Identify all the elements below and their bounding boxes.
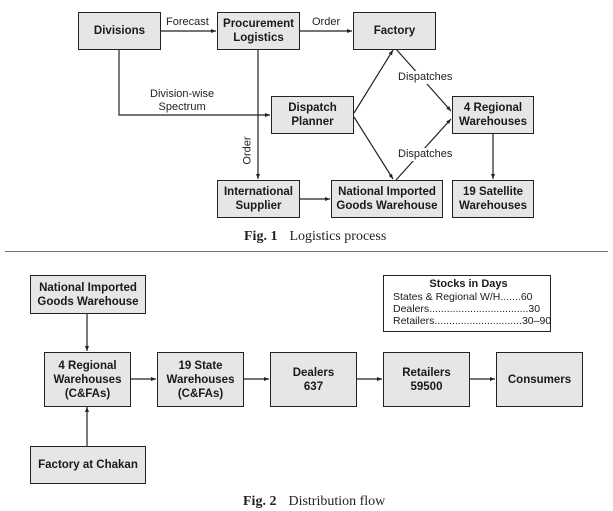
node-f2-factory-at-chakan: Factory at Chakan (30, 446, 146, 484)
node-label: International Supplier (223, 186, 293, 212)
node-label: Dispatch Planner (288, 102, 337, 128)
node-label: Factory (373, 25, 416, 37)
node-label: Consumers (507, 373, 572, 386)
node-f2-retailers: Retailers 59500 (383, 352, 470, 407)
stocks-row: Retailers..............................3… (393, 315, 551, 327)
fig1-caption: Fig. 1 Logistics process (244, 229, 386, 245)
node-dispatch-planner: Dispatch Planner (271, 96, 354, 134)
stocks-row-dots: ....... (500, 291, 521, 303)
stocks-in-days-box: Stocks in Days States & Regional W/H....… (383, 275, 551, 332)
fig1-caption-number: Fig. 1 (244, 229, 278, 244)
node-international-supplier: International Supplier (217, 180, 300, 218)
fig2-caption-number: Fig. 2 (243, 494, 277, 509)
node-label: Factory at Chakan (38, 459, 138, 471)
node-label: National Imported Goods Warehouse (336, 186, 438, 212)
edge-label-division-wise-spectrum: Division-wise Spectrum (150, 88, 215, 113)
node-label: National Imported Goods Warehouse (37, 281, 139, 308)
stocks-row-value: 60 (520, 291, 533, 303)
node-f2-regional-warehouses: 4 Regional Warehouses (C&FAs) (44, 352, 131, 407)
stocks-row-dots: .............................. (434, 315, 522, 327)
fig1-caption-text: Logistics process (289, 229, 387, 244)
figure-divider (5, 251, 608, 252)
stocks-row-label: States & Regional W/H (393, 291, 501, 303)
edge-label-forecast: Forecast (166, 16, 209, 28)
node-label: Retailers 59500 (402, 366, 451, 393)
node-label: 19 State Warehouses (C&FAs) (166, 359, 235, 400)
edge-label-dispatches-top: Dispatches (398, 71, 453, 84)
node-f2-state-warehouses: 19 State Warehouses (C&FAs) (157, 352, 244, 407)
node-f2-national-imported-goods-warehouse: National Imported Goods Warehouse (30, 275, 146, 314)
stocks-row-value: 30 (528, 303, 541, 315)
fig2-caption-text: Distribution flow (288, 494, 386, 509)
edge-label-order-vertical: Order (241, 136, 254, 165)
node-label: 4 Regional Warehouses (C&FAs) (53, 359, 122, 400)
node-label: Divisions (93, 25, 146, 37)
edge-label-order: Order (312, 16, 341, 28)
node-f2-dealers: Dealers 637 (270, 352, 357, 407)
node-label: Procurement Logistics (223, 18, 294, 44)
node-procurement-logistics: Procurement Logistics (217, 12, 300, 50)
edge-dispatch-nigw (353, 116, 394, 180)
node-label: 4 Regional Warehouses (459, 102, 527, 128)
edge-dispatch-factory (353, 49, 394, 114)
stocks-row-value: 30–90 (521, 315, 552, 327)
stocks-row-label: Retailers (393, 315, 435, 327)
node-factory: Factory (353, 12, 436, 50)
node-national-imported-goods-warehouse: National Imported Goods Warehouse (331, 180, 443, 218)
stocks-row-dots: .................................. (429, 303, 529, 315)
stocks-row-label: Dealers (393, 303, 430, 315)
stocks-title: Stocks in Days (429, 278, 508, 290)
node-divisions: Divisions (78, 12, 161, 50)
node-label: Dealers 637 (292, 366, 335, 393)
fig2-caption: Fig. 2 Distribution flow (243, 494, 385, 510)
stocks-row: States & Regional W/H.......60 (393, 291, 544, 303)
node-regional-warehouses: 4 Regional Warehouses (452, 96, 534, 134)
node-f2-consumers: Consumers (496, 352, 583, 407)
node-label: 19 Satellite Warehouses (459, 186, 527, 212)
stocks-row: Dealers.................................… (393, 303, 544, 315)
edge-label-dispatches-bottom: Dispatches (398, 148, 453, 161)
node-satellite-warehouses: 19 Satellite Warehouses (452, 180, 534, 218)
edge-divisions-dispatch (118, 49, 270, 117)
